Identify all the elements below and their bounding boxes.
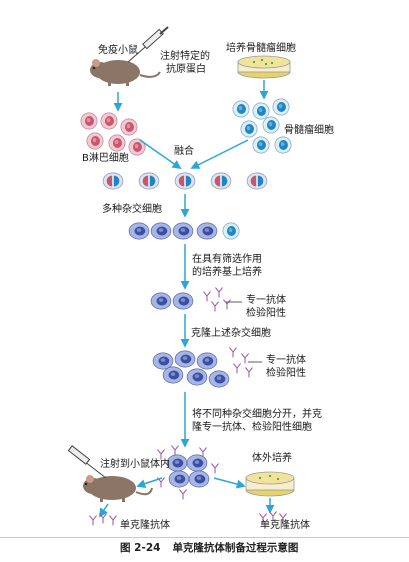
hybrid-cell-row (128, 222, 240, 240)
caption-number: 图 2-24 (120, 542, 161, 554)
label-cultured-myeloma: 培养骨髓瘤细胞 (226, 43, 296, 54)
label-inject-mouse: 注射到小鼠体内 (100, 459, 170, 470)
selected-cell-group (150, 292, 194, 310)
label-fusion: 融合 (174, 146, 194, 157)
myeloma-cell-group (232, 98, 292, 154)
label-inject-antigen-1: 注射特定的 (160, 51, 210, 62)
fused-cell-row (102, 172, 268, 190)
label-selective-2: 的培养基上培养 (192, 267, 262, 278)
label-test-positive-2: 检验阳性 (266, 368, 306, 379)
mab-output-left (89, 513, 117, 526)
label-separate-1: 将不同种杂交细胞分开，并克 (192, 409, 322, 420)
label-specific-ab-2: 专一抗体 (266, 355, 306, 366)
arrow-to-dish (213, 477, 246, 489)
label-b-lymphocytes: B淋巴细胞 (82, 153, 129, 164)
label-specific-ab-1: 专一抗体 (246, 295, 286, 306)
petri-dish-culture (245, 471, 295, 497)
syringe-icon-bottom (67, 445, 107, 479)
syringe-icon (127, 26, 169, 63)
final-cell-cluster (157, 445, 219, 500)
label-mab-left: 单克隆抗体 (120, 520, 170, 531)
antibody-cluster-1 (203, 287, 231, 312)
label-test-positive-1: 检验阳性 (246, 308, 286, 319)
label-clone-hybrid: 克隆上述杂交细胞 (191, 328, 271, 339)
label-immunized-mouse: 免疫小鼠 (98, 45, 138, 56)
label-mab-right: 单克隆抗体 (260, 520, 310, 531)
cloned-cell-group (152, 350, 230, 388)
caption-title: 单克隆抗体制备过程示意图 (172, 542, 299, 554)
label-myeloma-cells: 骨髓瘤细胞 (284, 125, 334, 136)
arrow-b-to-fusion (139, 139, 182, 170)
antibody-cluster-2 (229, 347, 253, 378)
arrow-myeloma-to-fusion (190, 139, 249, 169)
petri-dish-myeloma (237, 55, 291, 79)
arrow-mouse-to-mab (99, 503, 109, 518)
immunized-mouse (90, 59, 161, 86)
b-cell-group (80, 112, 146, 156)
label-hybrid-cells: 多种杂交细胞 (102, 204, 162, 215)
label-in-vitro: 体外培养 (252, 453, 292, 464)
arrow-to-mouse (136, 477, 163, 488)
label-inject-antigen-2: 抗原蛋白 (166, 64, 206, 75)
caption-divider (0, 537, 409, 538)
label-selective-1: 在具有筛选作用 (192, 254, 262, 265)
recipient-mouse (83, 475, 153, 502)
figure-caption: 图 2-24 单克隆抗体制备过程示意图 (120, 540, 310, 555)
label-separate-2: 隆专一抗体、检验阳性细胞 (192, 422, 312, 433)
